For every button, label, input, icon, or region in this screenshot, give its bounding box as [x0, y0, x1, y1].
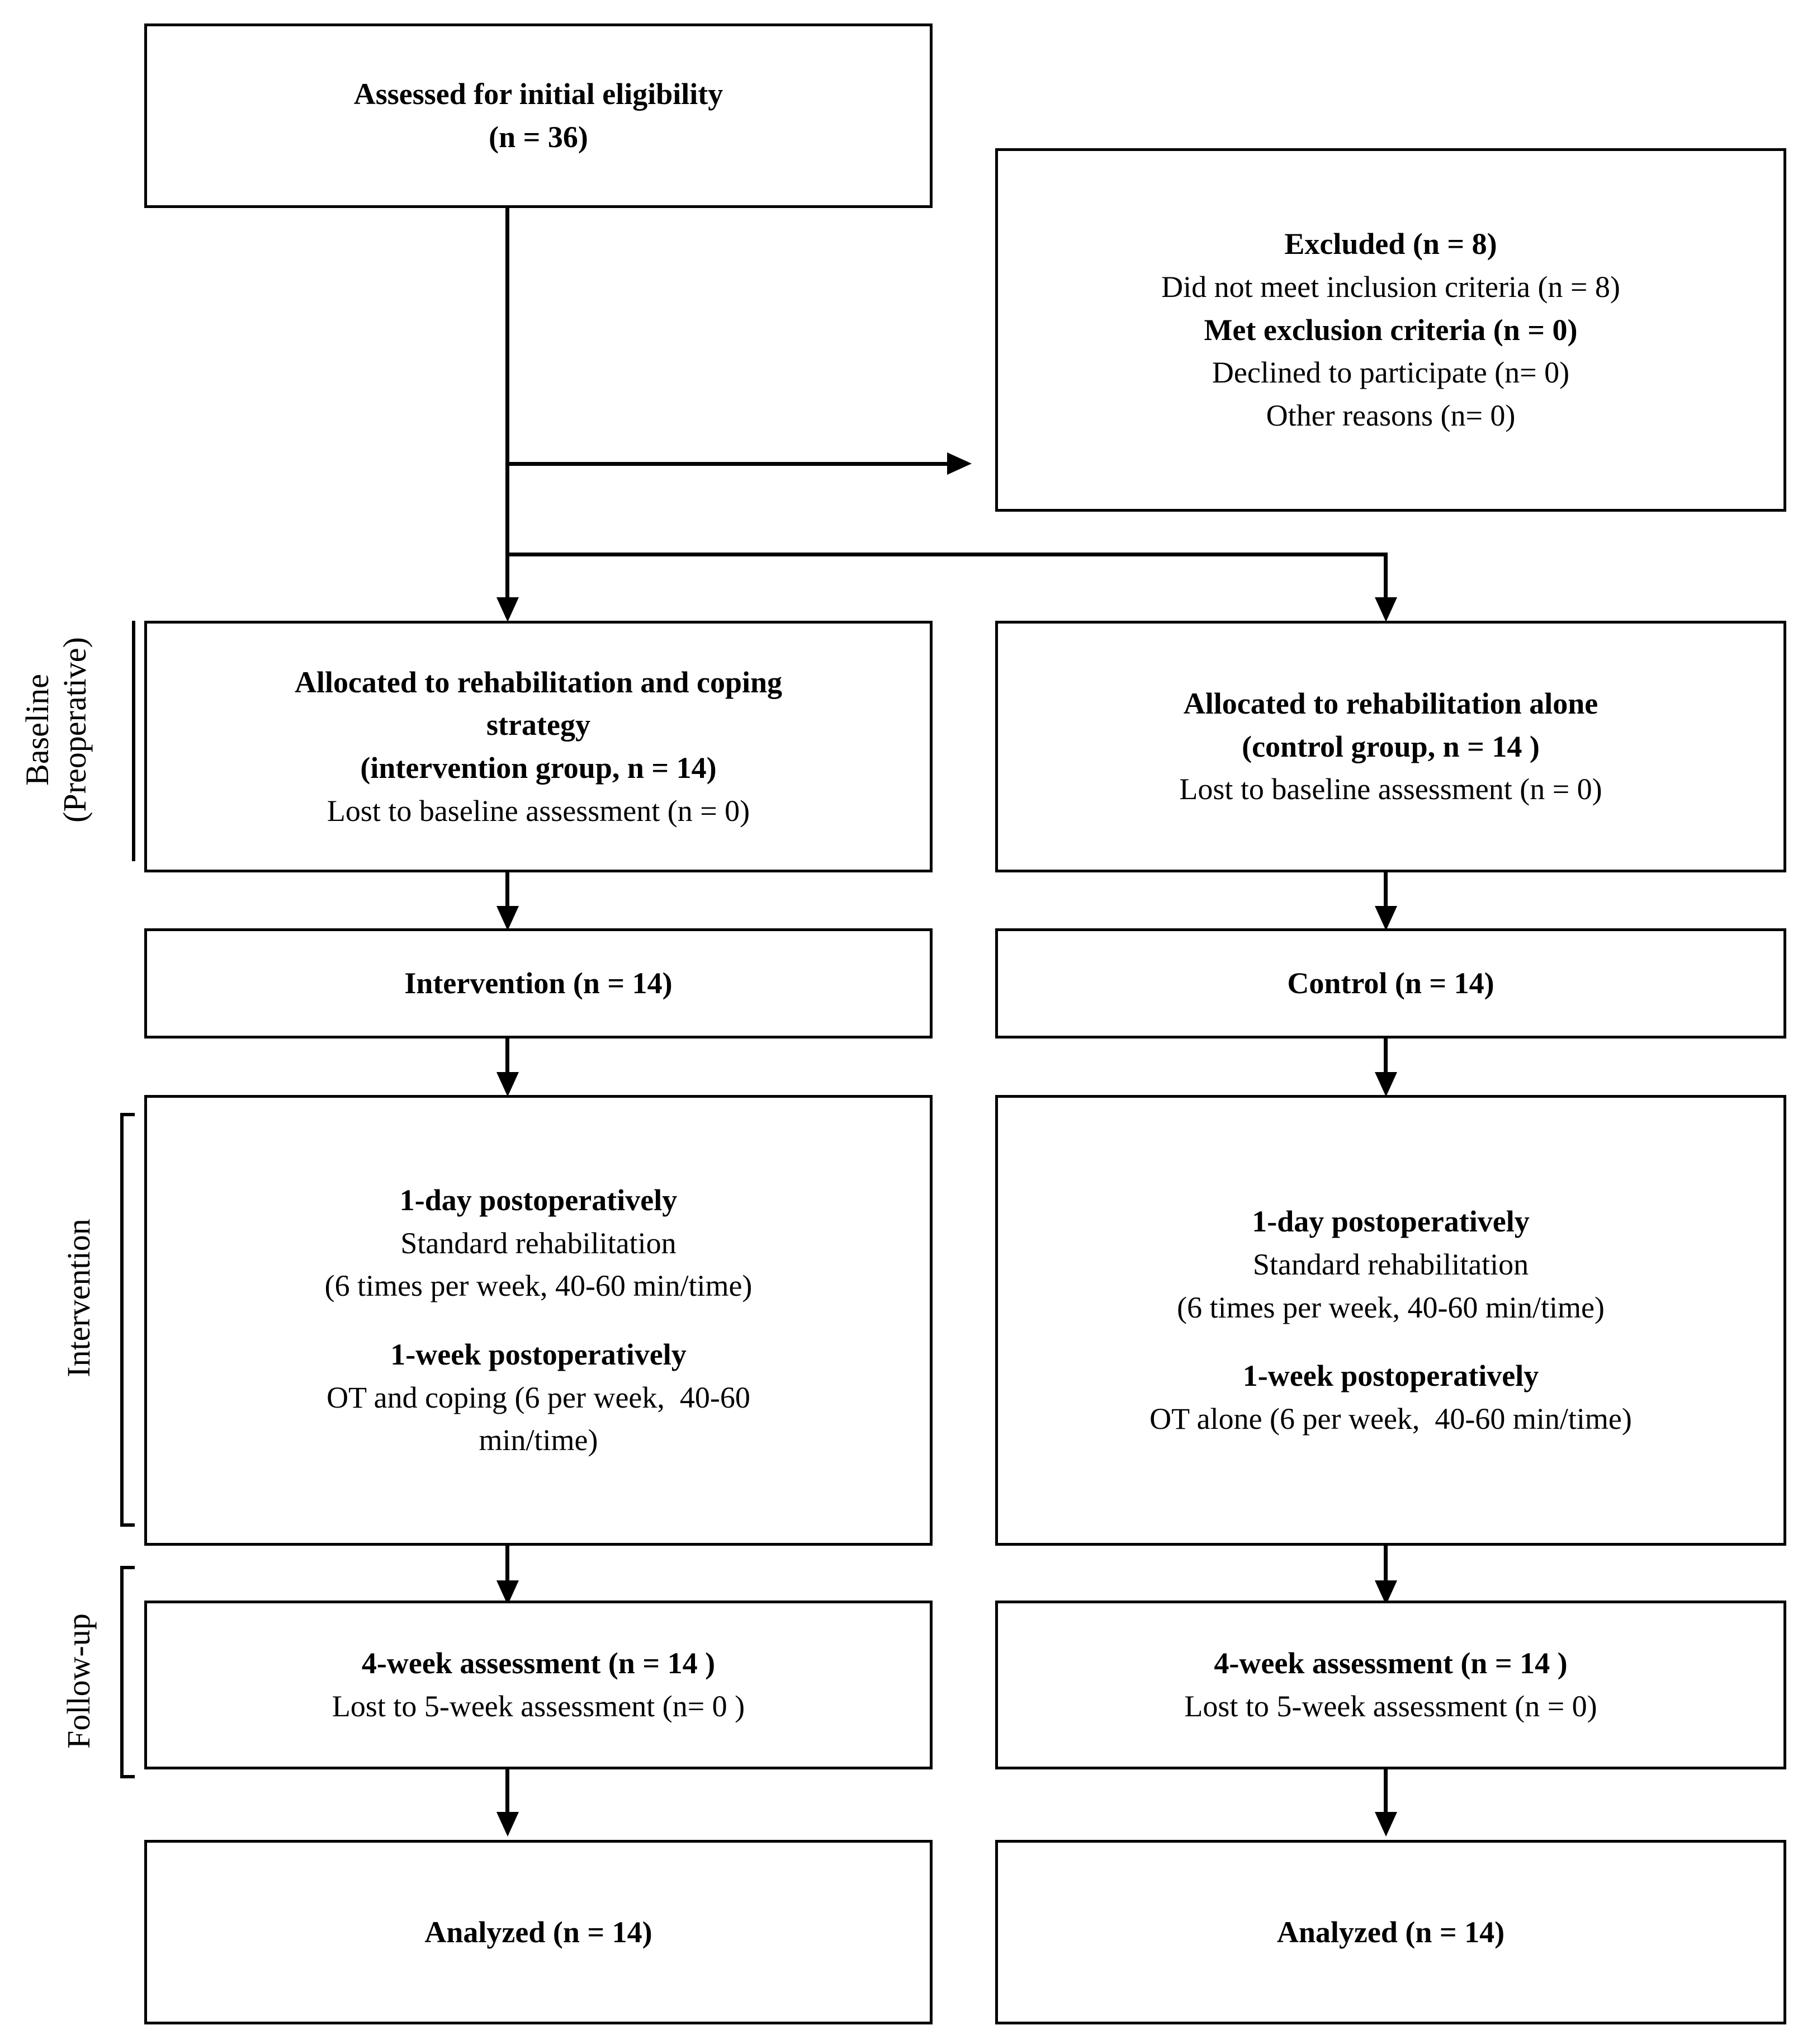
- control-protocol-box: 1-day postoperatively Standard rehabilit…: [995, 1095, 1786, 1546]
- analyzed-control-box: Analyzed (n = 14): [995, 1840, 1786, 2024]
- assessed-line-1: Assessed for initial eligibility: [353, 77, 723, 111]
- excluded-line-3: Met exclusion criteria (n = 0): [1204, 313, 1578, 347]
- arrow-alloc-left-to-group-icon: [496, 906, 519, 931]
- detail-left-line-6: OT and coping (6 per week, 40-60: [327, 1380, 750, 1414]
- alloc-left-line-1: Allocated to rehabilitation and coping: [294, 665, 783, 699]
- allocated-intervention-box: Allocated to rehabilitation and coping s…: [144, 621, 933, 872]
- analyzed-left-line-1: Analyzed (n = 14): [424, 1915, 652, 1949]
- alloc-right-line-2: (control group, n = 14 ): [1242, 729, 1540, 763]
- intervention-group-box: Intervention (n = 14): [144, 928, 933, 1038]
- connector-followup-right-to-analyzed: [1384, 1768, 1388, 1816]
- intervention-protocol-box: 1-day postoperatively Standard rehabilit…: [144, 1095, 933, 1546]
- connector-alloc-left-to-group: [505, 871, 509, 909]
- connector-group-right-to-detail: [1384, 1037, 1388, 1075]
- group-right-line-1: Control (n = 14): [1287, 966, 1494, 1000]
- arrow-to-excluded-icon: [947, 452, 972, 475]
- stage-label-intervention-line1: Intervention: [60, 1219, 97, 1377]
- stage-bracket-intervention: [120, 1113, 135, 1527]
- alloc-right-line-3: Lost to baseline assessment (n = 0): [1179, 772, 1602, 806]
- connector-alloc-right-to-group: [1384, 871, 1388, 909]
- alloc-right-line-1: Allocated to rehabilitation alone: [1183, 686, 1598, 720]
- assessed-line-2: (n = 36): [489, 120, 588, 154]
- connector-group-left-to-detail: [505, 1037, 509, 1075]
- followup-intervention-box: 4-week assessment (n = 14 ) Lost to 5-we…: [144, 1601, 933, 1769]
- detail-left-line-7: min/time): [479, 1423, 598, 1457]
- stage-label-baseline: Baseline (Preoperative): [19, 573, 97, 886]
- arrow-to-alloc-left-icon: [496, 597, 519, 622]
- analyzed-right-line-1: Analyzed (n = 14): [1276, 1915, 1505, 1949]
- alloc-left-line-2: strategy: [486, 708, 590, 742]
- stage-label-baseline-line2: (Preoperative): [56, 637, 93, 823]
- arrow-alloc-right-to-group-icon: [1375, 906, 1397, 931]
- stage-label-followup-line1: Follow-up: [60, 1613, 97, 1749]
- followup-right-line-2: Lost to 5-week assessment (n = 0): [1184, 1689, 1597, 1723]
- arrow-group-right-to-detail-icon: [1375, 1072, 1397, 1097]
- arrow-followup-right-to-analyzed-icon: [1375, 1812, 1397, 1837]
- connector-allocation-split: [505, 553, 1388, 556]
- connector-detail-left-to-followup: [505, 1545, 509, 1584]
- detail-right-line-3: (6 times per week, 40-60 min/time): [1177, 1290, 1605, 1324]
- stage-rule-baseline: [132, 621, 135, 861]
- arrow-group-left-to-detail-icon: [496, 1072, 519, 1097]
- excluded-line-2: Did not meet inclusion criteria (n = 8): [1161, 270, 1620, 304]
- arrow-to-alloc-right-icon: [1375, 597, 1397, 622]
- excluded-line-1: Excluded (n = 8): [1284, 227, 1497, 261]
- detail-left-line-3: (6 times per week, 40-60 min/time): [324, 1269, 753, 1303]
- excluded-line-5: Other reasons (n= 0): [1266, 399, 1516, 432]
- stage-label-followup: Follow-up: [60, 1580, 101, 1782]
- detail-right-line-5: 1-week postoperatively: [1242, 1359, 1539, 1393]
- connector-to-excluded: [505, 462, 947, 466]
- stage-bracket-followup: [120, 1566, 135, 1778]
- stage-label-baseline-line1: Baseline: [19, 674, 55, 786]
- followup-left-line-2: Lost to 5-week assessment (n= 0 ): [332, 1689, 745, 1723]
- connector-followup-left-to-analyzed: [505, 1768, 509, 1816]
- detail-left-line-1: 1-day postoperatively: [399, 1183, 678, 1217]
- connector-enrollment-trunk: [505, 206, 509, 597]
- alloc-left-line-3: (intervention group, n = 14): [360, 751, 717, 785]
- arrow-followup-left-to-analyzed-icon: [496, 1812, 519, 1837]
- detail-left-line-5: 1-week postoperatively: [390, 1338, 687, 1371]
- detail-left-line-2: Standard rehabilitation: [400, 1226, 676, 1260]
- control-group-box: Control (n = 14): [995, 928, 1786, 1038]
- detail-right-line-6: OT alone (6 per week, 40-60 min/time): [1149, 1402, 1632, 1436]
- detail-right-line-2: Standard rehabilitation: [1252, 1247, 1529, 1281]
- assessed-for-eligibility-box: Assessed for initial eligibility (n = 36…: [144, 23, 933, 208]
- followup-control-box: 4-week assessment (n = 14 ) Lost to 5-we…: [995, 1601, 1786, 1769]
- alloc-left-line-4: Lost to baseline assessment (n = 0): [327, 794, 750, 828]
- excluded-box: Excluded (n = 8) Did not meet inclusion …: [995, 148, 1786, 512]
- group-left-line-1: Intervention (n = 14): [404, 966, 673, 1000]
- allocated-control-box: Allocated to rehabilitation alone (contr…: [995, 621, 1786, 872]
- detail-right-line-1: 1-day postoperatively: [1252, 1205, 1530, 1239]
- analyzed-intervention-box: Analyzed (n = 14): [144, 1840, 933, 2024]
- connector-detail-right-to-followup: [1384, 1545, 1388, 1584]
- followup-left-line-1: 4-week assessment (n = 14 ): [361, 1646, 716, 1680]
- excluded-line-4: Declined to participate (n= 0): [1212, 356, 1570, 390]
- stage-label-intervention: Intervention: [60, 1181, 101, 1415]
- connector-allocation-right-drop: [1384, 553, 1388, 613]
- followup-right-line-1: 4-week assessment (n = 14 ): [1214, 1646, 1568, 1680]
